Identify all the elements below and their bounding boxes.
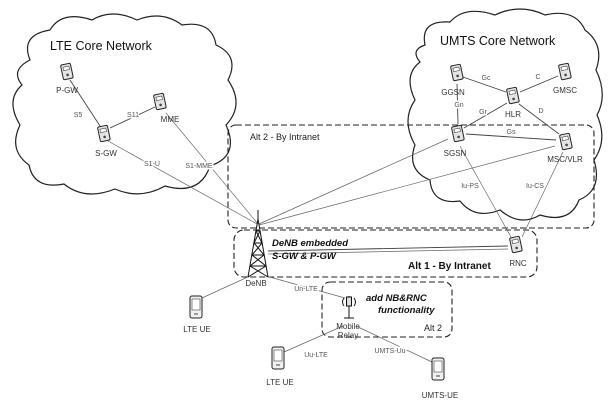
link-mme-denb (165, 112, 259, 225)
mme-label: MME (161, 115, 180, 124)
umts-core-title: UMTS Core Network (440, 34, 556, 48)
relay-antenna-icon (342, 296, 356, 319)
link-relay-umts-ue (355, 325, 433, 363)
link-sgw-denb (107, 140, 258, 225)
link-denb-sgsn (258, 138, 449, 225)
lte-core-title: LTE Core Network (50, 39, 153, 53)
link-label-ggsn-sgsn: Gn (454, 102, 463, 109)
link-hlr-gmsc (519, 75, 559, 93)
denb-embedded-note-line1: DeNB embedded (272, 238, 348, 249)
relay-label-line1: Mobile (336, 322, 360, 331)
link-label-sgsn-rnc: Iu-PS (461, 183, 479, 190)
sgw-label: S-GW (95, 149, 117, 158)
link-sgsn-msc (465, 133, 557, 141)
relay-note-line1: add NB&RNC (366, 293, 427, 304)
link-denb-relay (265, 275, 346, 299)
link-label-msc-rnc: Iu-CS (526, 183, 544, 190)
relay-alt2-label: Alt 2 (424, 323, 442, 333)
link-label-relay-lte-ue: Uu-LTE (304, 352, 328, 359)
rnc-node-icon (508, 235, 523, 254)
denb-tower-icon (247, 210, 269, 278)
lte-ue-bottom-label: LTE UE (266, 378, 293, 387)
link-label-ggsn-hlr: Gc (482, 75, 491, 82)
link-label-sgsn-msc: Gs (507, 129, 516, 136)
umts-ue-phone-icon (431, 357, 445, 381)
pgw-label: P-GW (56, 86, 78, 95)
lte-ue-bottom-phone-icon (271, 346, 285, 370)
link-label-relay-umts-ue: UMTS-Uu (374, 348, 405, 355)
link-sgsn-rnc (459, 145, 512, 238)
lte-ue-left-label: LTE UE (183, 325, 210, 334)
alt2-relay-box (321, 281, 453, 338)
umts-ue-label: UMTS-UE (422, 391, 458, 400)
link-ggsn-sgsn (456, 83, 459, 125)
umts-core-cloud (407, 8, 603, 221)
link-pgw-sgw (69, 79, 101, 127)
lte-core-cloud (12, 13, 237, 195)
denb-embedded-note-line2: S-GW & P-GW (272, 251, 337, 262)
ggsn-label: GGSN (441, 88, 465, 97)
link-label-pgw-sgw: S5 (74, 112, 83, 119)
alt2-intranet-box (227, 124, 595, 229)
link-hlr-msc (518, 103, 560, 135)
sgsn-label: SGSN (444, 149, 467, 158)
link-denb-rnc (267, 245, 509, 252)
alt1-intranet-label: Alt 1 - By Intranet (408, 261, 491, 272)
link-ggsn-hlr (462, 76, 507, 93)
link-sgw-mme (109, 106, 156, 129)
relay-note-line2: functionality (378, 305, 435, 316)
link-hlr-sgsn (463, 102, 508, 129)
lte-ue-left-phone-icon (189, 295, 203, 319)
link-denb-rnc-2 (267, 248, 509, 255)
denb-label: DeNB (245, 279, 266, 288)
link-label-sgw-mme: S11 (127, 112, 139, 119)
link-denb-lte-ue-left (201, 275, 251, 299)
gmsc-label: GMSC (553, 86, 577, 95)
link-label-mme-denb: S1-MME (185, 163, 213, 170)
link-relay-lte-ue (283, 325, 344, 353)
link-label-hlr-sgsn: Gr (479, 109, 487, 116)
relay-label-line2: Relay (338, 331, 358, 340)
link-msc-rnc (521, 151, 564, 238)
link-label-sgw-denb: S1-U (144, 161, 160, 168)
hlr-label: HLR (505, 110, 521, 119)
rnc-label: RNC (509, 259, 527, 268)
link-label-hlr-gmsc: C (535, 74, 540, 81)
link-label-hlr-msc: D (538, 108, 543, 115)
link-label-denb-relay: Un-LTE (294, 286, 318, 293)
alt1-intranet-box (233, 229, 538, 278)
link-denb-msc (258, 145, 556, 226)
alt2-intranet-label: Alt 2 - By Intranet (250, 132, 320, 142)
msc-vlr-label: MSC/VLR (547, 155, 583, 164)
